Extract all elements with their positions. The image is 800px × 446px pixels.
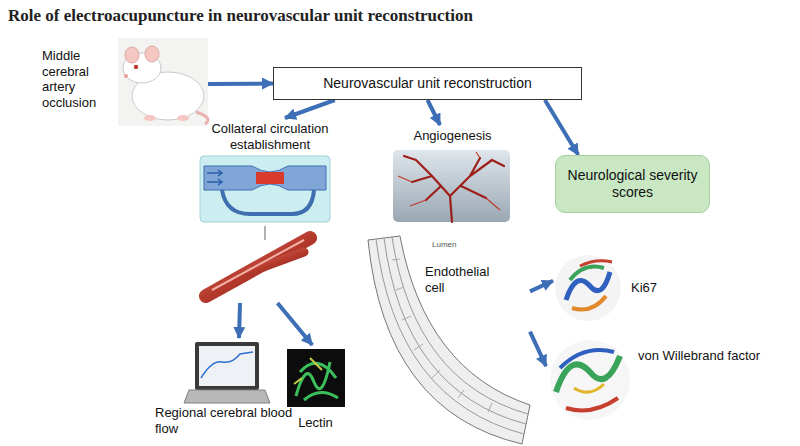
node-text: Lectin	[283, 415, 348, 431]
flow-arrow	[545, 100, 578, 155]
flow-arrow	[278, 303, 313, 345]
endothelial-panel: Endothelial cell	[365, 232, 530, 444]
flow-arrow	[428, 100, 441, 125]
vessel-illustration	[206, 238, 310, 296]
outcome-box: Neurological severity scores	[555, 155, 710, 213]
node-text: Ki67	[631, 280, 686, 296]
collateral-panel: Collateral circulation establishment	[195, 118, 345, 303]
flow-arrow	[530, 281, 553, 292]
collateral-illustration	[200, 156, 330, 240]
node-text: von Willebrand factor	[638, 348, 778, 364]
flow-arrow	[208, 82, 273, 87]
flow-arrow	[530, 332, 546, 367]
flow-arrow	[285, 100, 335, 118]
flow-arrow	[239, 303, 240, 338]
lectin-panel: Lectin	[283, 345, 348, 435]
node-text: Angiogenesis	[390, 128, 515, 144]
endothelial-illustration	[368, 236, 530, 444]
model-caption: Middle cerebral artery occlusion	[8, 40, 208, 128]
node-text: Neurovascular unit reconstruction	[323, 75, 532, 92]
laptop-illustration	[184, 342, 270, 403]
process-box: Neurovascular unit reconstruction	[273, 67, 582, 100]
marker-panel: Ki67	[553, 252, 693, 324]
node-text: Middle cerebral artery occlusion	[42, 48, 114, 110]
ki67-illustration	[555, 255, 621, 321]
lectin-illustration	[287, 349, 345, 407]
node-text: Endothelial cell	[425, 264, 505, 295]
angiogenesis-panel: Angiogenesis	[390, 125, 515, 225]
angiogenesis-illustration	[393, 150, 510, 222]
node-text: Neurological severity scores	[564, 167, 701, 201]
node-text: Regional cerebral blood flow	[155, 405, 295, 436]
diagram-title: Role of electroacupuncture in neurovascu…	[8, 6, 473, 26]
vwf-illustration	[550, 340, 630, 420]
marker-panel: von Willebrand factor	[546, 334, 786, 426]
part-label: Lumen	[432, 240, 456, 249]
node-text: Collateral circulation establishment	[195, 121, 345, 152]
rat-illustration	[118, 38, 208, 126]
blood-flow-panel: Regional cerebral blood flow	[152, 338, 302, 439]
